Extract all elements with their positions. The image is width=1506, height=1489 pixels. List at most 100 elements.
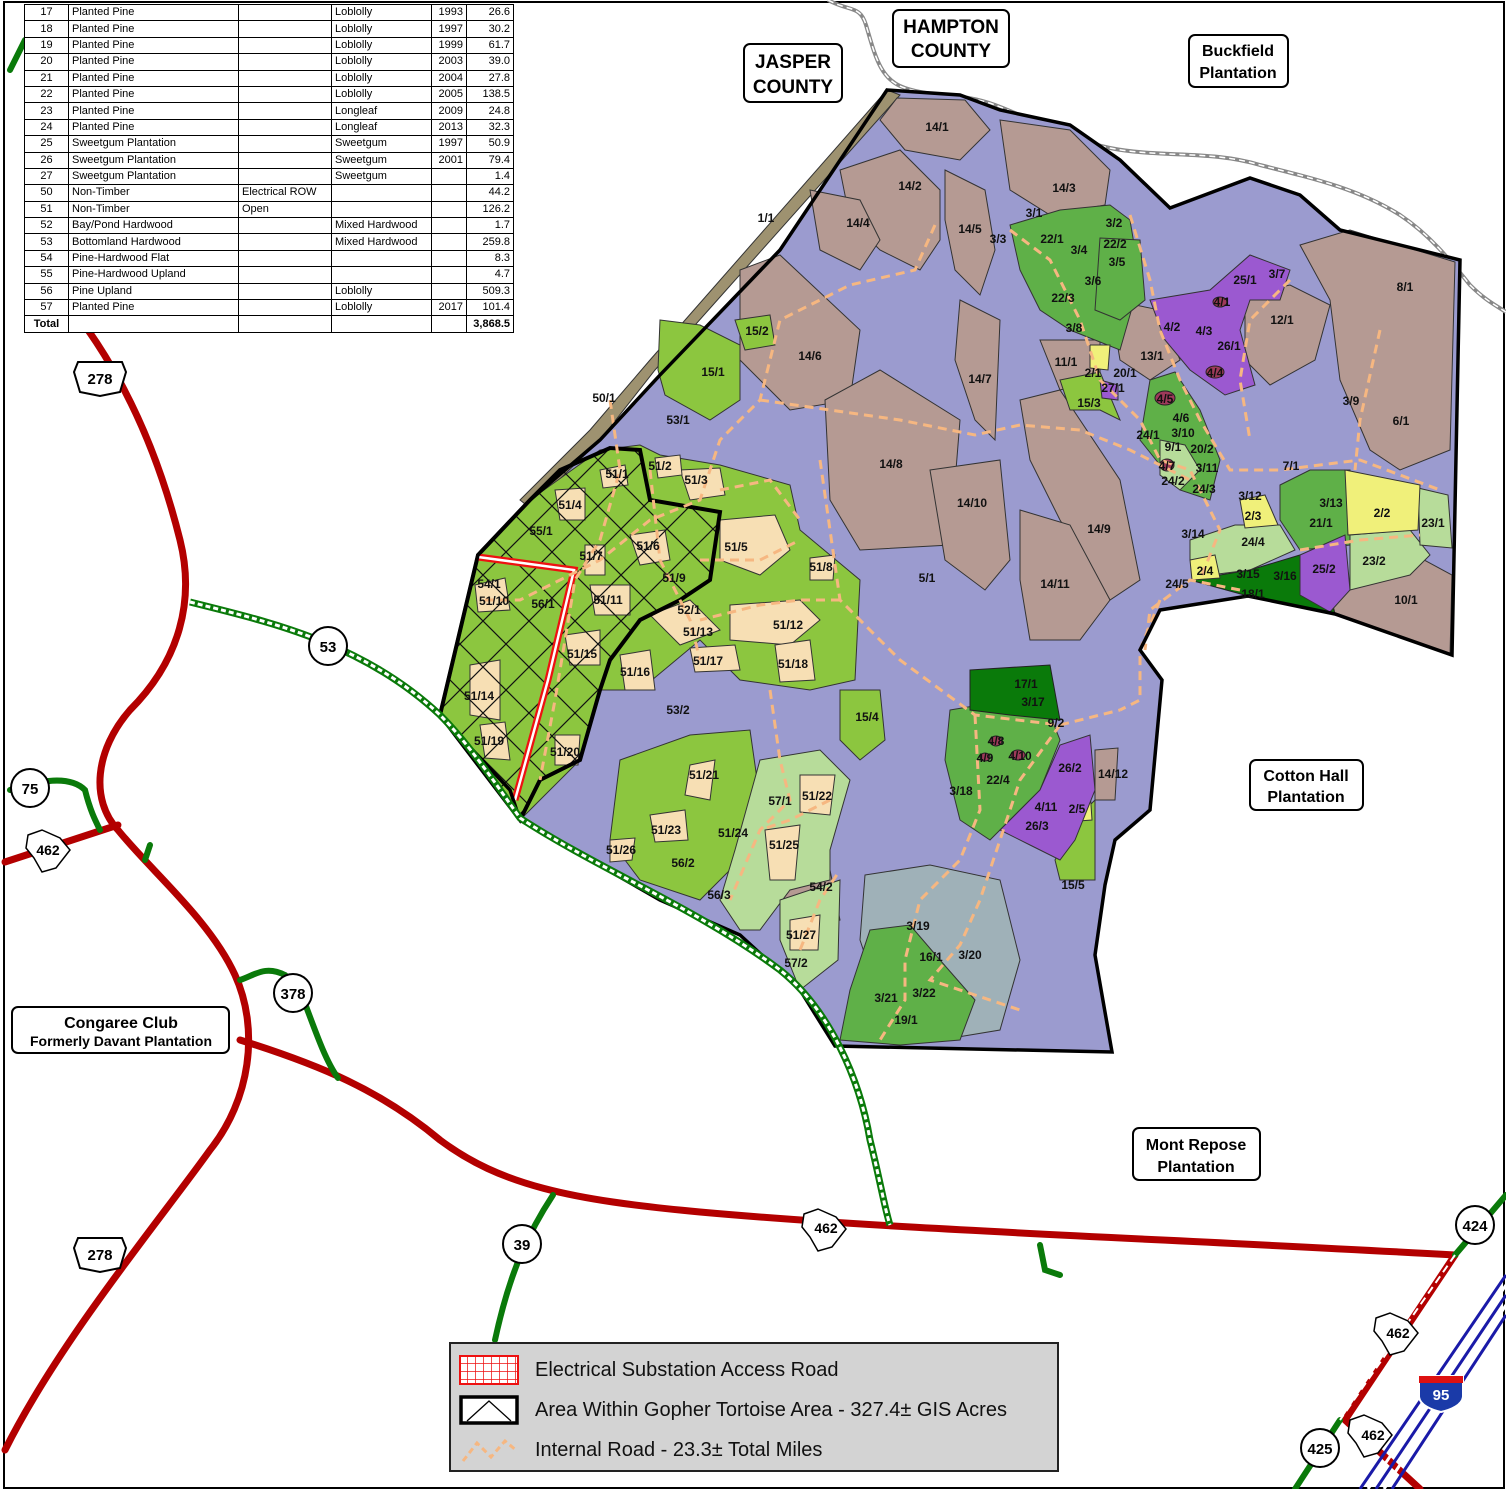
us-278-shield-north: 278 (72, 361, 128, 398)
hampton-line1: HAMPTON (903, 17, 999, 38)
table-cell-year: 2005 (431, 85, 467, 104)
stand-label: 53/2 (666, 703, 690, 717)
table-cell-species (331, 184, 432, 202)
table-cell-acres: 509.3 (466, 282, 514, 301)
stand-label: 2/1 (1085, 366, 1102, 380)
label-buckfield-plantation: Buckfield Plantation (1188, 34, 1289, 88)
stand-label: 24/5 (1165, 577, 1189, 591)
stand-label: 21/1 (1309, 516, 1333, 530)
table-cell-species: Longleaf (331, 102, 432, 120)
sc462-center-label: 462 (814, 1220, 838, 1236)
table-cell-landuse (238, 102, 332, 120)
stand-label: 9/1 (1165, 440, 1182, 454)
sc-424-shield: 424 (1455, 1205, 1495, 1245)
table-cell-type: Planted Pine (68, 36, 239, 55)
stand-label: 56/2 (671, 856, 695, 870)
sc-462-shield-center: 462 (801, 1208, 847, 1252)
table-cell-landuse (238, 217, 332, 235)
table-cell-landuse (238, 249, 332, 268)
stand-label: 51/3 (684, 473, 708, 487)
stand-label: 51/19 (474, 734, 504, 748)
table-total-cell: Total (24, 315, 69, 333)
property-boundary (438, 88, 1462, 1054)
table-cell-landuse: Open (238, 200, 332, 219)
sc-462-spur-inner (1339, 1254, 1456, 1421)
stand-label: 19/1 (894, 1013, 918, 1027)
stand-label: 51/13 (683, 625, 713, 639)
table-cell-id: 27 (24, 167, 69, 186)
stand-label: 2/3 (1245, 509, 1262, 523)
stand-label: 3/17 (1021, 695, 1045, 709)
stand-label: 54/2 (809, 880, 833, 894)
i95-shield: 95 (1418, 1375, 1464, 1414)
stand-label: 51/2 (648, 459, 672, 473)
stand-label: 51/25 (769, 838, 799, 852)
stand-label: 51/20 (550, 745, 580, 759)
table-cell-id: 57 (24, 299, 69, 317)
table-cell-acres: 24.8 (466, 102, 514, 120)
stand-label: 14/12 (1098, 767, 1128, 781)
table-cell-landuse: Electrical ROW (238, 184, 332, 202)
stand-label: 51/11 (593, 593, 623, 607)
sc378-label: 378 (280, 986, 305, 1003)
table-cell-type: Sweetgum Plantation (68, 135, 239, 153)
internal-road-swatch (461, 1438, 518, 1462)
sc462-southeast-label: 462 (1361, 1427, 1385, 1443)
sweetgum-stands (999, 254, 1351, 861)
substation-access-road-inner (477, 555, 576, 801)
sc-425-shield: 425 (1300, 1428, 1340, 1468)
gopher-area-swatch (459, 1395, 519, 1425)
stand-label: 18/1 (1241, 587, 1265, 601)
jasper-line2: COUNTY (753, 77, 834, 98)
stand-label: 14/11 (1040, 577, 1070, 591)
stand-label: 55/1 (529, 524, 553, 538)
table-cell-landuse (238, 151, 332, 169)
stand-label: 3/3 (990, 232, 1007, 246)
sc424-label: 424 (1462, 1218, 1488, 1235)
stand-label: 20/1 (1113, 366, 1137, 380)
stand-label: 2/4 (1197, 564, 1214, 578)
stand-label: 4/4 (1207, 366, 1224, 380)
stand-label: 22/1 (1040, 232, 1064, 246)
stand-label: 22/4 (986, 773, 1010, 787)
stand-label: 24/1 (1136, 428, 1160, 442)
table-cell-type: Planted Pine (68, 85, 239, 104)
stand-label: 50/1 (592, 391, 616, 405)
table-cell-year (431, 249, 467, 268)
table-cell-type: Planted Pine (68, 118, 239, 137)
congaree-line1: Congaree Club (64, 1015, 178, 1032)
table-cell-id: 22 (24, 85, 69, 104)
stand-label: 3/12 (1238, 489, 1262, 503)
stand-label: 14/2 (898, 179, 922, 193)
stand-label: 51/14 (464, 689, 494, 703)
i95-label: 95 (1433, 1387, 1450, 1404)
table-cell-id: 25 (24, 135, 69, 153)
stand-label: 22/3 (1051, 291, 1075, 305)
table-cell-year: 2004 (431, 69, 467, 87)
sc-462-shield-southeast: 462 (1347, 1414, 1393, 1458)
stand-label: 12/1 (1270, 313, 1294, 327)
label-congaree-club: Congaree Club Formerly Davant Plantation (11, 1006, 230, 1054)
stand-label: 5/1 (919, 571, 936, 585)
stand-label: 4/10 (1008, 749, 1032, 763)
table-cell-id: 54 (24, 249, 69, 268)
table-cell-id: 24 (24, 118, 69, 137)
stand-label: 57/2 (784, 956, 808, 970)
table-cell-id: 21 (24, 69, 69, 87)
stand-label: 51/4 (558, 498, 582, 512)
stand-label: 14/9 (1087, 522, 1111, 536)
map-frame (3, 1, 1505, 1489)
table-cell-species: Loblolly (331, 20, 432, 38)
stand-label: 53/1 (666, 413, 690, 427)
table-cell-type: Non-Timber (68, 184, 239, 202)
stand-label: 14/7 (968, 372, 992, 386)
stand-label: 24/3 (1192, 482, 1216, 496)
stand-label: 3/18 (949, 784, 973, 798)
sc-378-shield: 378 (273, 973, 313, 1013)
